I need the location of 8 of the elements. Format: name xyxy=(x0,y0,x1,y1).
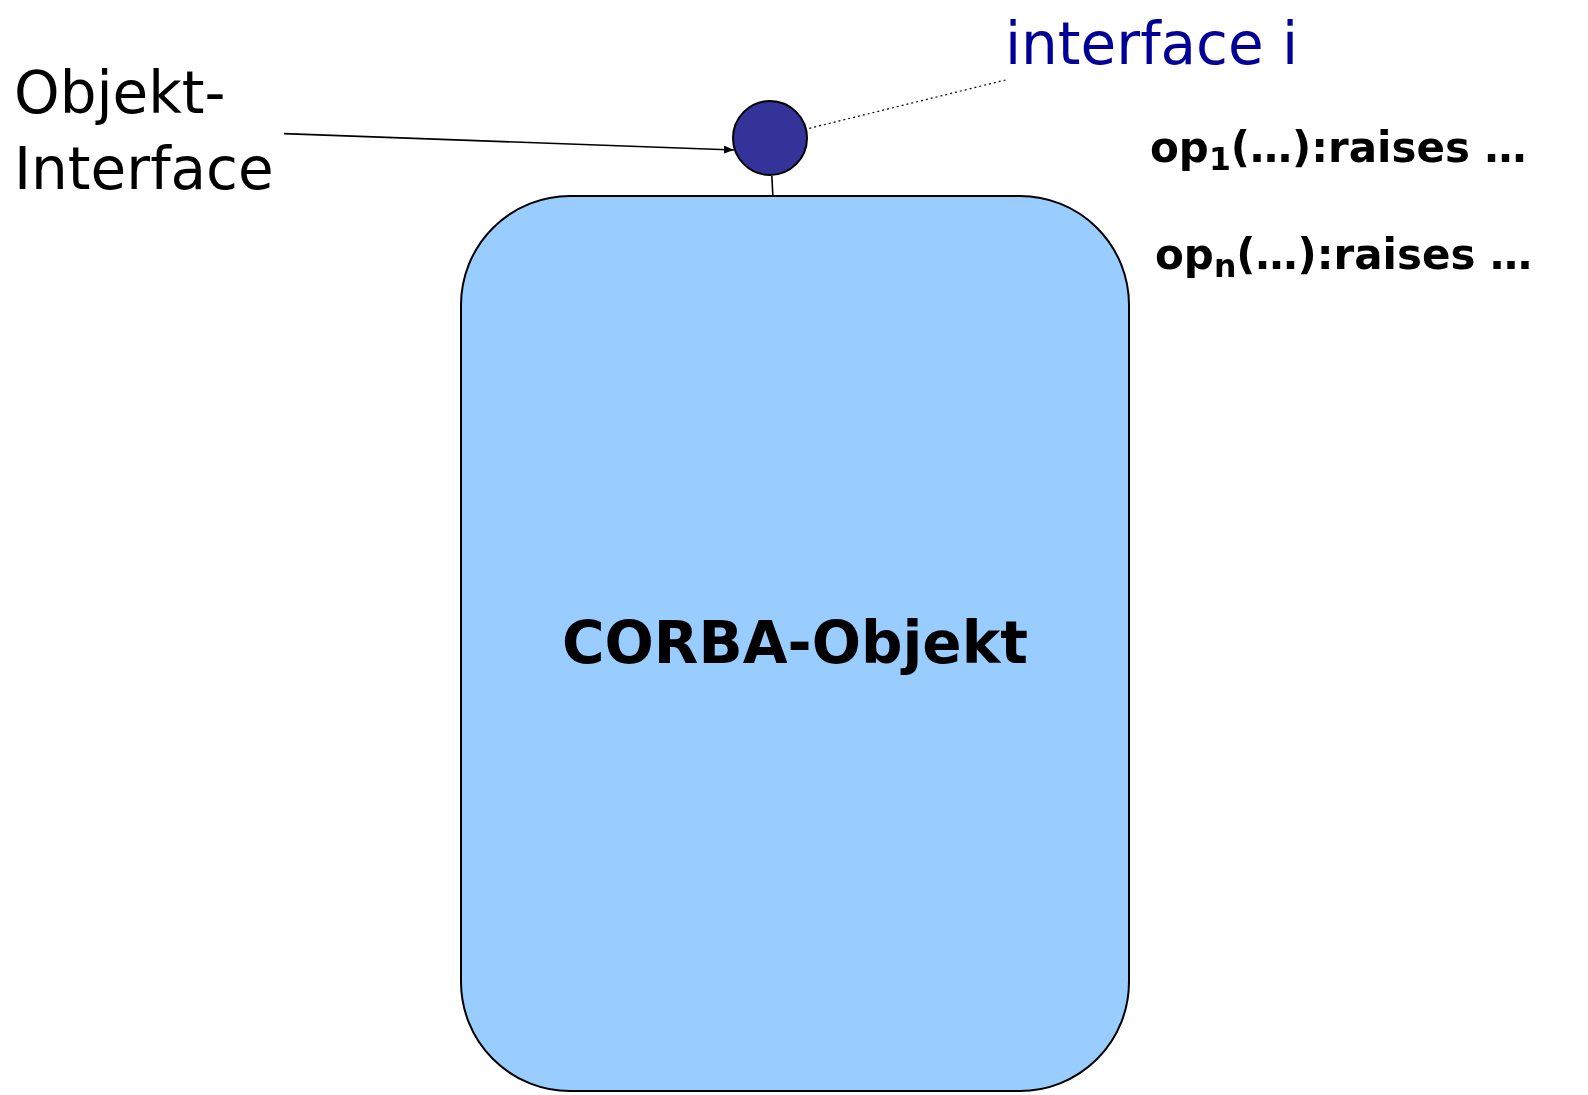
object-box xyxy=(460,195,1130,1092)
interface-label: interface i xyxy=(1005,8,1299,80)
node-label: Objekt- Interface xyxy=(14,55,284,207)
arrow xyxy=(283,132,735,154)
object-name: CORBA-Objekt xyxy=(561,608,1028,679)
operation-signature: op$_{n}$(…):raises … xyxy=(1155,229,1533,285)
leader-line xyxy=(806,79,1007,130)
operation-signature: op$_{1}$(…):raises … xyxy=(1150,122,1527,178)
